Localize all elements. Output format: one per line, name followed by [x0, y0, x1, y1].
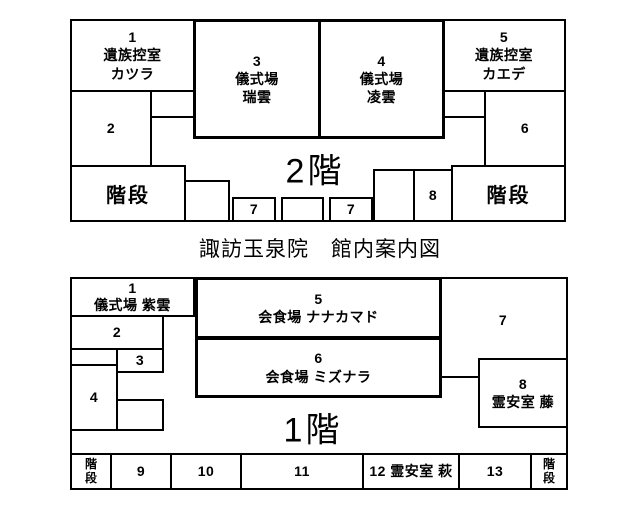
f2-stairs-left: 階段: [70, 165, 186, 222]
f2-stairs-left-label: 階段: [106, 185, 150, 207]
f1-room-11-label: 11: [294, 463, 310, 480]
f2-room-5: 5 遺族控室 カエデ: [442, 19, 566, 92]
floor2-title: 2階: [285, 152, 345, 191]
f2-room-7b: 7: [329, 197, 373, 222]
f2-room-8: 8: [413, 169, 453, 222]
f2-room-4-label: 4 儀式場 凌雲: [359, 52, 404, 106]
f2-room-1: 1 遺族控室 カツラ: [70, 19, 195, 92]
f1-room-1-label: 1 儀式場 紫雲: [94, 280, 171, 313]
f1-room-11: 11: [240, 453, 364, 490]
f2-room-2: 2: [70, 90, 152, 167]
f1-room-3-label: 3: [135, 352, 145, 369]
f1-room-13-label: 13: [486, 463, 504, 480]
f1-room-8: 8 霊安室 藤: [478, 358, 568, 428]
f1-room-4-label: 4: [89, 389, 99, 406]
f2-room-6: 6: [484, 90, 566, 167]
f2-stairs-right-label: 階段: [486, 185, 531, 207]
f1-room-10-label: 10: [197, 463, 215, 480]
f1-stairs-left: 階 段: [70, 453, 112, 490]
f2-room-8-label: 8: [428, 187, 438, 204]
f1-room-9: 9: [110, 453, 172, 490]
floor1-title: 1階: [283, 411, 343, 450]
f1-room-12: 12 霊安室 萩: [362, 453, 460, 490]
f2-room-5-label: 5 遺族控室 カエデ: [475, 29, 533, 82]
f1-room-8-label: 8 霊安室 藤: [491, 375, 555, 410]
f1-room-5: 5 会食場 ナナカマド: [195, 277, 442, 339]
f2-room-unlabeled-c: [373, 169, 415, 222]
f2-room-unlabeled-a: [184, 180, 230, 222]
f1-room-2-label: 2: [112, 324, 122, 341]
f1-room-6-label: 6 会食場 ミズナラ: [265, 350, 372, 385]
f1-room-9-label: 9: [136, 463, 146, 480]
page-title: 諏訪玉泉院 館内案内図: [199, 237, 441, 261]
f2-room-1-label: 1 遺族控室 カツラ: [103, 29, 162, 82]
f2-room-6-label: 6: [520, 120, 530, 137]
f1-room-4: 4: [70, 364, 118, 431]
f2-room-7b-label: 7: [346, 201, 356, 218]
f1-room-13: 13: [458, 453, 532, 490]
f2-room-2-label: 2: [106, 120, 116, 137]
f1-stairs-right-label: 階 段: [542, 456, 555, 485]
f1-room-1: 1 儀式場 紫雲: [70, 277, 195, 317]
f1-room-3: 3: [116, 348, 164, 373]
f1-room-10: 10: [170, 453, 242, 490]
f2-room-unlabeled-b: [281, 197, 324, 222]
f1-room-12-label: 12 霊安室 萩: [369, 463, 453, 480]
f1-room-7-label: 7: [498, 311, 508, 328]
f1-room-unlabeled-e: [116, 399, 164, 431]
f2-wall-right-connector: [443, 116, 486, 118]
f1-room-2: 2: [70, 315, 164, 350]
f1-wall-room8-connector: [440, 376, 480, 378]
f2-room-7a-label: 7: [249, 201, 259, 218]
f2-room-7a: 7: [232, 197, 276, 222]
f1-stairs-right: 階 段: [530, 453, 568, 490]
f2-room-4: 4 儀式場 凌雲: [318, 19, 445, 139]
f1-room-6: 6 会食場 ミズナラ: [195, 337, 442, 398]
f2-room-3: 3 儀式場 瑞雲: [193, 19, 321, 139]
f1-room-5-label: 5 会食場 ナナカマド: [258, 290, 379, 325]
f2-wall-left-connector: [150, 116, 195, 118]
f2-room-3-label: 3 儀式場 瑞雲: [235, 52, 279, 106]
f1-stairs-left-label: 階 段: [84, 456, 97, 485]
f2-stairs-right: 階段: [451, 165, 566, 222]
